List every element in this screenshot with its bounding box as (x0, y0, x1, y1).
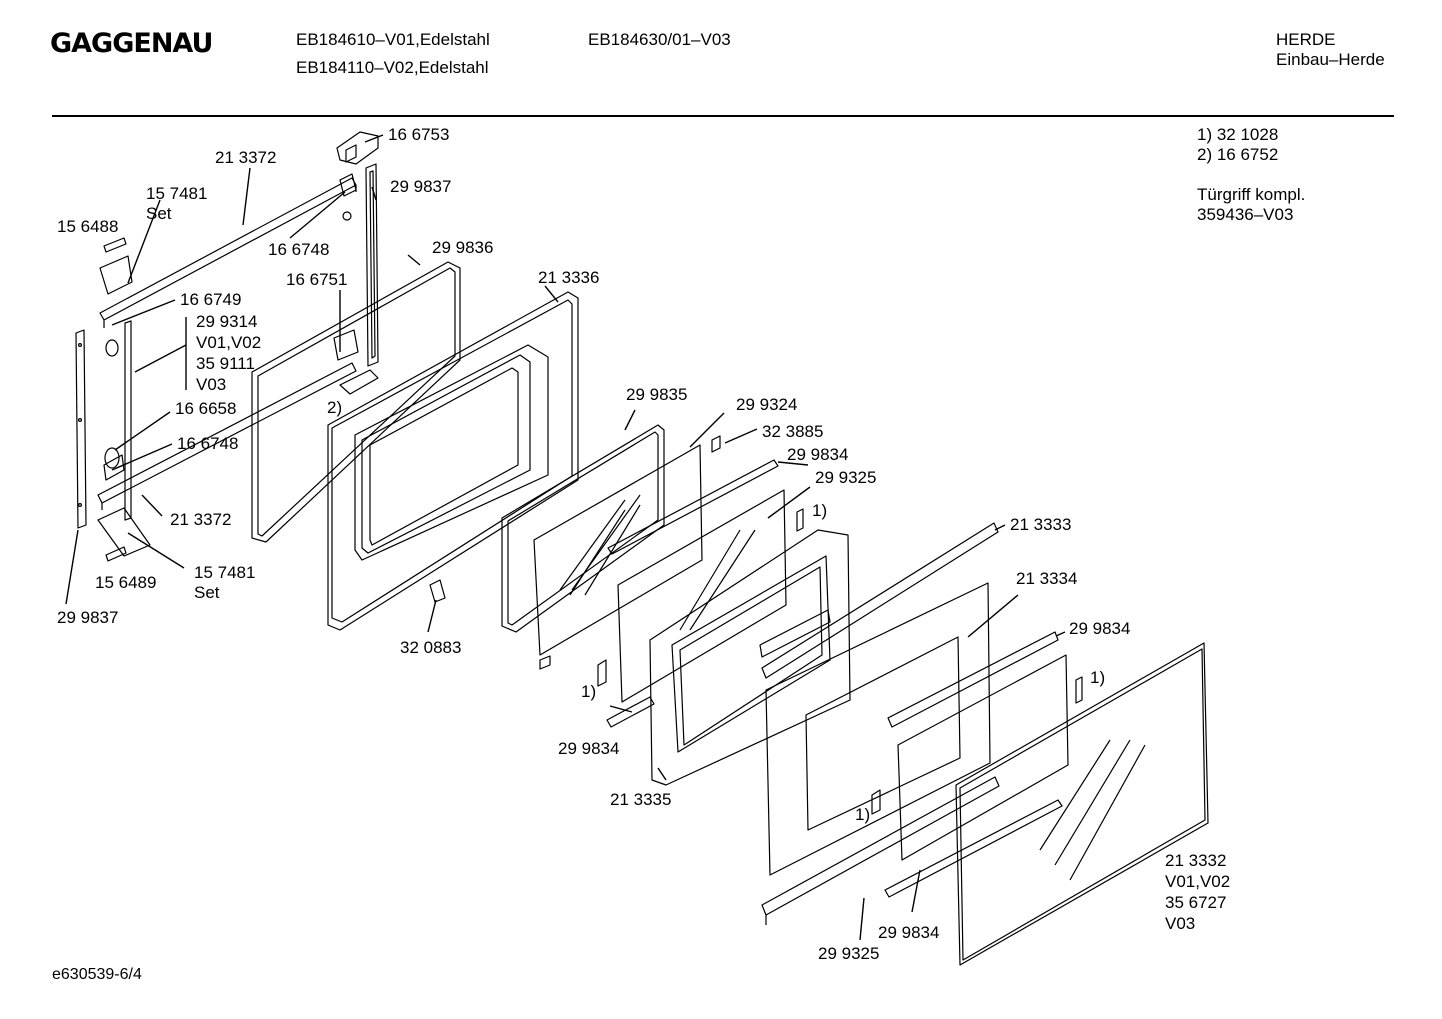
label-299324: 29 9324 (736, 395, 797, 414)
outer-panel (765, 582, 1059, 876)
label-213332: 21 3332 (1165, 851, 1226, 870)
label-166753: 16 6753 (388, 125, 449, 144)
label-356727: 35 6727 (1165, 893, 1226, 912)
mount-bracket (429, 579, 446, 603)
label-299834-c: 29 9834 (558, 739, 619, 758)
handle-part-number: 359436–V03 (1197, 205, 1294, 224)
inner-door-frame (327, 291, 579, 631)
glass-pane-front (501, 424, 665, 633)
label-166751: 16 6751 (286, 270, 347, 289)
label-set-bottom: Set (194, 583, 220, 602)
label-156489: 15 6489 (95, 573, 156, 592)
label-166748-bottom: 16 6748 (177, 434, 238, 453)
document-id: e630539-6/4 (52, 966, 142, 983)
label-299835: 29 9835 (626, 385, 687, 404)
label-note-1-a: 1) (812, 501, 827, 520)
label-note-2: 2) (327, 398, 342, 417)
header-divider (52, 115, 1394, 117)
label-v03-a: V03 (196, 375, 226, 394)
label-299834-d: 29 9834 (878, 923, 939, 942)
category-title: HERDE (1276, 30, 1336, 49)
bottom-rail (97, 362, 357, 510)
label-299834-a: 29 9834 (787, 445, 848, 464)
label-323885: 32 3885 (762, 422, 823, 441)
label-213372-top: 21 3372 (215, 148, 276, 167)
glass-pane-inner (884, 654, 1069, 898)
strip-lower-middle (761, 776, 1000, 925)
label-299834-b: 29 9834 (1069, 619, 1130, 638)
inner-panel (649, 529, 851, 786)
glass-pane-third (617, 489, 787, 703)
spacer-clip (539, 435, 721, 670)
label-213333: 21 3333 (1010, 515, 1071, 534)
clip-parts (97, 237, 151, 562)
label-166658: 16 6658 (175, 399, 236, 418)
model-line-3: EB184630/01–V03 (588, 30, 731, 49)
spacer-strip-upper (607, 459, 779, 555)
handle-title: Türgriff kompl. (1197, 185, 1306, 204)
label-note-1-c: 1) (581, 682, 596, 701)
hinge-top (336, 131, 379, 165)
label-213372-bottom: 21 3372 (170, 510, 231, 529)
label-299325-a: 29 9325 (815, 468, 876, 487)
label-v03-b: V03 (1165, 914, 1195, 933)
left-vertical-strip (75, 329, 87, 529)
hinge-lower (333, 329, 379, 395)
glass-pane-second (533, 444, 703, 656)
label-note-1-d: 1) (855, 805, 870, 824)
label-v0102-b: V01,V02 (1165, 872, 1230, 891)
label-166749: 16 6749 (180, 290, 241, 309)
note-2: 2) 16 6752 (1197, 145, 1279, 164)
clips-bottom (871, 676, 1083, 815)
door-gasket (251, 261, 461, 543)
model-line-1: EB184610–V01,Edelstahl (296, 30, 490, 49)
brand-logo: GAGGENAU (50, 28, 213, 59)
label-166748-top: 16 6748 (268, 240, 329, 259)
top-strip (761, 522, 999, 679)
label-v0102-a: V01,V02 (196, 333, 261, 352)
label-213336: 21 3336 (538, 268, 599, 287)
label-157481-bottom: 15 7481 (194, 563, 255, 582)
label-299836: 29 9836 (432, 238, 493, 257)
label-213334: 21 3334 (1016, 569, 1077, 588)
label-299837-top: 29 9837 (390, 177, 451, 196)
label-359111: 35 9111 (196, 354, 255, 373)
part-labels: 16 6753 21 3372 29 9837 15 7481 Set 15 6… (57, 125, 1230, 963)
model-line-2: EB184110–V02,Edelstahl (296, 58, 489, 77)
leader-lines (65, 134, 1066, 941)
hinge-mid (339, 173, 357, 221)
label-299325-b: 29 9325 (818, 944, 879, 963)
right-vertical-strip (365, 163, 379, 367)
label-299314: 29 9314 (196, 312, 257, 331)
label-157481-top: 15 7481 (146, 184, 207, 203)
spacer-strip-lower (606, 696, 655, 728)
note-1: 1) 32 1028 (1197, 125, 1279, 144)
label-note-1-b: 1) (1090, 668, 1105, 687)
label-213335: 21 3335 (610, 790, 671, 809)
outer-glass (955, 642, 1209, 966)
subcategory-title: Einbau–Herde (1276, 50, 1385, 69)
clips-1 (597, 508, 804, 687)
label-299837-bottom: 29 9837 (57, 608, 118, 627)
label-320883: 32 0883 (400, 638, 461, 657)
label-156488: 15 6488 (57, 217, 118, 236)
label-set-top: Set (146, 204, 172, 223)
